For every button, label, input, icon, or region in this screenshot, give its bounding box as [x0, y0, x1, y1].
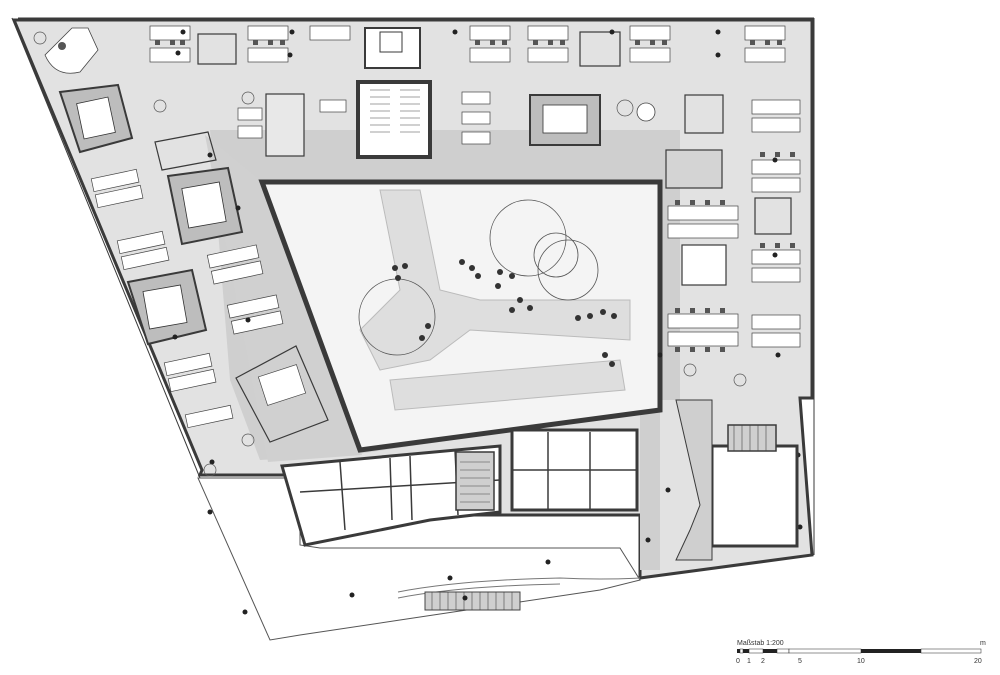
- scale-title: Maßstab 1:200: [737, 640, 784, 647]
- ramp-corridor: [675, 399, 713, 561]
- scale-tick-0: 0: [736, 658, 740, 665]
- plants: [33, 31, 747, 477]
- exterior-stair: [424, 591, 521, 611]
- structural-columns: [172, 29, 803, 615]
- elevator: [364, 27, 421, 69]
- elevator-cab: [379, 31, 403, 53]
- ramp-path: [397, 583, 561, 599]
- lower-right-stair-treads: [733, 425, 767, 451]
- site-exterior: [197, 477, 641, 641]
- tree-canopy: [489, 199, 567, 277]
- lounge-table: [58, 42, 66, 50]
- corridor-west: [205, 135, 362, 462]
- ramp-path: [397, 577, 641, 593]
- scale-tick-1: 1: [747, 658, 751, 665]
- tree-canopy: [537, 239, 599, 301]
- lower-right-stair: [727, 424, 777, 452]
- courtyard-path: [389, 359, 626, 411]
- stair-treads: [370, 89, 420, 133]
- scale-bar: Maßstab 1:200 m 0 1 2 5 10 20: [736, 640, 986, 665]
- lounge-sofa: [44, 27, 99, 74]
- stair-core: [356, 80, 432, 159]
- exterior-stair-treads: [431, 592, 513, 610]
- desk-clusters: [90, 25, 801, 429]
- scale-unit: m: [980, 640, 986, 647]
- scale-tick-20: 20: [974, 658, 982, 665]
- courtyard-seating: [392, 259, 617, 367]
- round-table: [636, 102, 656, 122]
- lower-right-room: [710, 444, 799, 548]
- scale-tick-2: 2: [761, 658, 765, 665]
- scale-tick-10: 10: [857, 658, 865, 665]
- tree-canopy: [533, 232, 579, 278]
- service-stair: [455, 451, 495, 511]
- scale-tick-5: 5: [798, 658, 802, 665]
- small-rooms: [154, 31, 792, 443]
- service-stair-treads: [460, 461, 490, 503]
- meeting-rooms: [58, 83, 601, 346]
- facade-line: [11, 17, 201, 479]
- office-chairs: [155, 40, 795, 352]
